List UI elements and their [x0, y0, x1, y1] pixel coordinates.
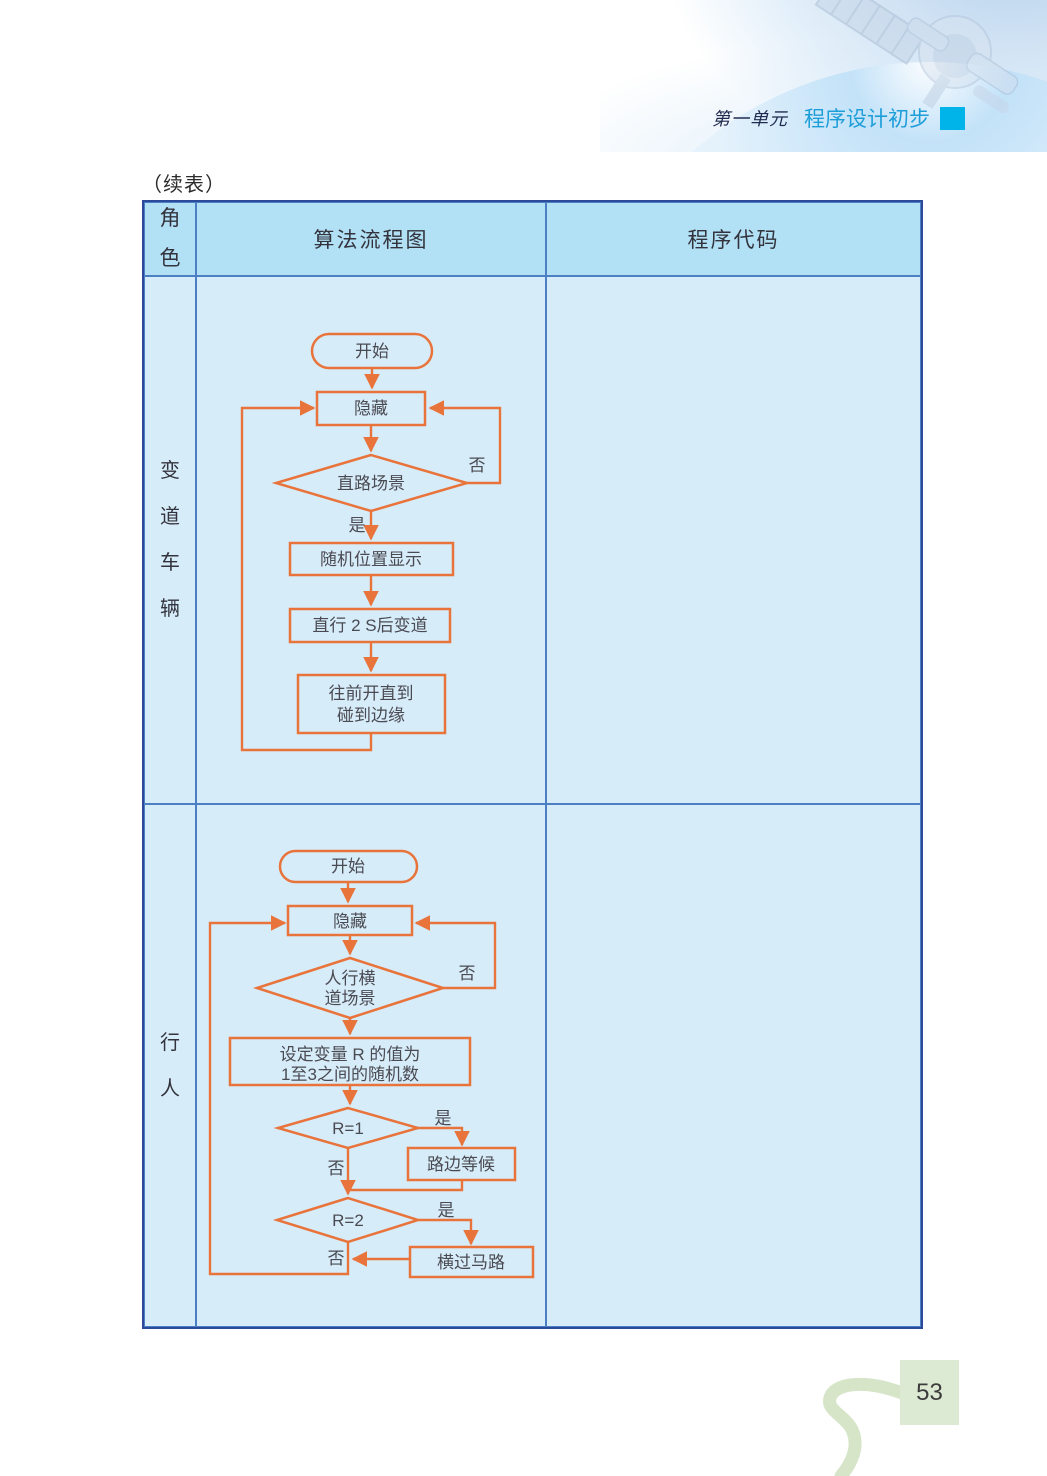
role-label-pedestrian: 行人 — [160, 1031, 180, 1100]
label-condition: 直路场景 — [337, 474, 405, 493]
flowchart-lane-change-vehicle: 开始 隐藏 直路场景 否 是 随机位置显示 直行 2 S后变道 往前开直到 碰到… — [240, 332, 502, 752]
label-r2-no: 否 — [328, 1249, 345, 1268]
satellite-icon — [814, 0, 1019, 114]
node-r1 — [273, 1106, 423, 1150]
label-r2: R=2 — [332, 1211, 364, 1230]
node-start — [310, 332, 434, 370]
label-random: 随机位置显示 — [320, 550, 422, 569]
label-hide: 隐藏 — [333, 912, 367, 931]
node-set-variable — [228, 1036, 472, 1087]
label-start: 开始 — [355, 342, 389, 361]
label-yes: 是 — [349, 516, 366, 535]
node-condition-straight-road — [271, 453, 472, 513]
header-role-label: 角色 — [159, 206, 181, 270]
role-cell-vehicle: 变道车辆 — [144, 276, 196, 804]
node-start — [278, 849, 419, 884]
wire-bottom-loop — [208, 915, 350, 1276]
node-condition-crosswalk — [252, 956, 448, 1020]
code-cell-pedestrian — [546, 804, 921, 1327]
label-no: 否 — [469, 456, 486, 475]
unit-accent-square — [940, 106, 965, 130]
code-cell-vehicle — [546, 276, 921, 804]
label-start: 开始 — [331, 857, 365, 876]
content-table: 角色 算法流程图 程序代码 变道车辆 行人 — [142, 200, 923, 1329]
wire-no-loop — [414, 915, 497, 990]
label-set-line2: 1至3之间的随机数 — [281, 1065, 419, 1084]
label-drive-line1: 往前开直到 — [329, 684, 414, 703]
label-wait: 路边等候 — [427, 1155, 495, 1174]
node-straight-then-change — [288, 607, 452, 644]
wire-bottom-loop — [240, 400, 373, 752]
flowchart-pedestrian: 开始 隐藏 人行横 道场景 否 设定变量 R 的值为 1至3之间的随机数 R=1… — [208, 849, 535, 1279]
label-r1-yes: 是 — [435, 1109, 452, 1128]
wire-r2-yes — [418, 1218, 479, 1246]
header-cell-flowchart: 算法流程图 — [196, 202, 546, 276]
node-random-position — [288, 541, 455, 577]
swoosh-decoration — [823, 1377, 909, 1476]
unit-title: 程序设计初步 — [804, 108, 930, 131]
decorative-banner — [600, 0, 1047, 152]
node-hide — [286, 904, 414, 937]
label-hide: 隐藏 — [354, 399, 388, 418]
continued-table-label: （续表） — [142, 174, 226, 196]
node-cross-road — [408, 1245, 535, 1279]
label-straight: 直行 2 S后变道 — [312, 616, 427, 635]
node-hide — [315, 390, 427, 427]
node-wait-roadside — [406, 1146, 517, 1182]
label-drive-line2: 碰到边缘 — [337, 706, 405, 725]
node-drive-until-edge — [296, 673, 447, 735]
label-r1: R=1 — [332, 1119, 364, 1138]
label-condition-line2: 道场景 — [325, 989, 376, 1008]
label-no: 否 — [459, 964, 476, 983]
wire-wait-merge — [349, 1180, 464, 1192]
wire-no-loop — [428, 400, 502, 485]
label-condition-line1: 人行横 — [325, 969, 376, 988]
unit-label: 第一单元 — [712, 109, 788, 129]
role-cell-pedestrian: 行人 — [144, 804, 196, 1327]
node-r2 — [272, 1196, 423, 1244]
label-cross: 横过马路 — [437, 1253, 505, 1272]
label-set-line1: 设定变量 R 的值为 — [280, 1045, 421, 1064]
page-number: 53 — [900, 1360, 959, 1425]
header-flowchart-label: 算法流程图 — [313, 228, 429, 252]
role-label-vehicle: 变道车辆 — [160, 460, 180, 620]
flowchart-cell-pedestrian — [196, 804, 546, 1327]
header-cell-code: 程序代码 — [546, 202, 921, 276]
wire-r1-yes — [418, 1126, 470, 1147]
unit-header: 第一单元 程序设计初步 — [712, 103, 965, 133]
label-r2-yes: 是 — [438, 1201, 455, 1220]
header-cell-role: 角色 — [144, 202, 196, 276]
header-code-label: 程序代码 — [687, 228, 780, 252]
label-r1-no: 否 — [328, 1159, 345, 1178]
